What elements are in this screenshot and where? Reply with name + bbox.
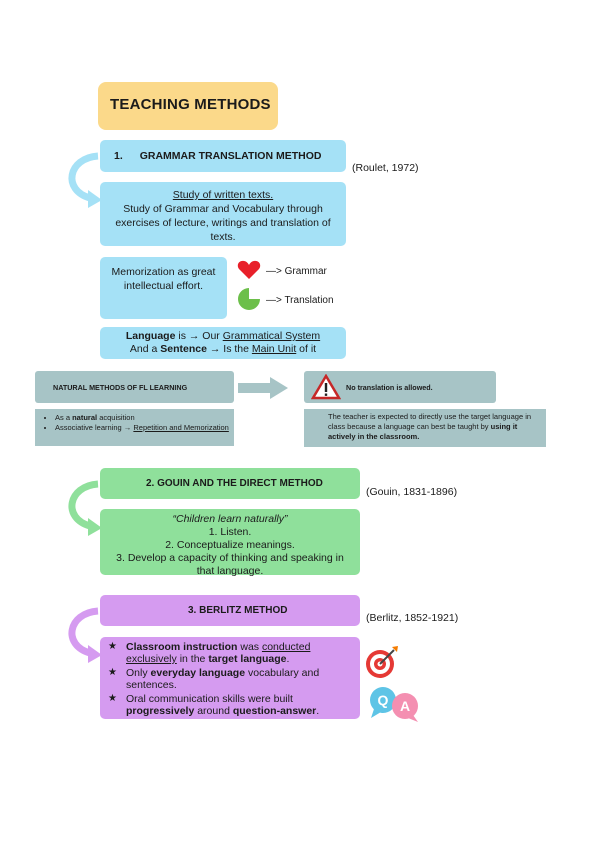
gtm-heading: 1. GRAMMAR TRANSLATION METHOD [100,140,346,172]
list-item: ★ Classroom instruction was conducted ex… [108,641,311,665]
no-translation-text: No translation is allowed. [346,383,433,392]
warning-icon [311,374,341,400]
language-word: Language [125,330,176,342]
page-title: TEACHING METHODS [98,82,278,130]
star-icon: ★ [108,693,117,704]
curved-arrow-green-icon [68,480,102,536]
language-is-text: is → Our [175,330,223,342]
sentence-word: Sentence [160,343,207,355]
gtm-description: Study of written texts. Study of Grammar… [100,182,346,246]
curved-arrow-purple-icon [68,607,102,663]
gouin-heading: 2. GOUIN AND THE DIRECT METHOD [100,468,360,499]
qa-q-letter: Q [378,692,389,708]
heart-icon [237,260,261,279]
right-arrow-icon [238,377,288,399]
berlitz-description: ★ Classroom instruction was conducted ex… [100,637,360,719]
gtm-desc-line1: Study of written texts. [172,189,274,201]
language-box: Language is → Our Grammatical System And… [100,327,346,359]
grammatical-system-text: Grammatical System [222,330,321,342]
gouin-quote: “Children learn naturally” [172,513,288,525]
list-item: 3. Develop a capacity of thinking and sp… [116,552,344,577]
qa-icon: Q A [370,687,418,722]
gtm-heading-num: 1. [114,150,123,162]
legend-translation-label: —> Translation [266,295,334,306]
berlitz-citation: (Berlitz, 1852-1921) [366,612,459,624]
star-icon: ★ [108,667,117,678]
list-item: ★ Oral communication skills were built p… [108,693,320,717]
gouin-citation: (Gouin, 1831-1896) [366,486,458,498]
list-item: 2. Conceptualize meanings. [165,539,295,551]
gtm-desc-line2: Study of Grammar and Vocabulary through … [115,203,331,243]
natural-methods-list: As a natural acquisition Associative lea… [35,409,234,446]
target-icon [366,646,398,678]
list-item: ★ Only everyday language vocabulary and … [108,667,320,691]
memorization-box: Memorization as great intellectual effor… [100,257,227,319]
gtm-heading-text: GRAMMAR TRANSLATION METHOD [139,150,322,162]
gouin-description: “Children learn naturally” 1. Listen. 2.… [100,509,360,577]
qa-a-letter: A [400,698,410,714]
star-icon: ★ [108,641,117,652]
of-it-text: of it [296,343,317,355]
and-a-text: And a [129,343,161,355]
list-item: Associative learning → Repetition and Me… [55,423,230,433]
curved-arrow-blue-icon [68,152,102,208]
is-the-text: → Is the [206,343,252,355]
main-unit-text: Main Unit [251,343,297,355]
list-item: 1. Listen. [208,526,252,538]
memorization-text: Memorization as great intellectual effor… [111,266,216,292]
list-item: As a natural acquisition [55,413,230,423]
pie-icon [238,288,260,310]
gtm-citation: (Roulet, 1972) [352,162,419,174]
legend-grammar-label: —> Grammar [266,266,327,277]
no-translation-description: The teacher is expected to directly use … [304,409,546,447]
berlitz-heading: 3. BERLITZ METHOD [100,595,360,626]
natural-methods-heading: NATURAL METHODS OF FL LEARNING [35,371,234,403]
